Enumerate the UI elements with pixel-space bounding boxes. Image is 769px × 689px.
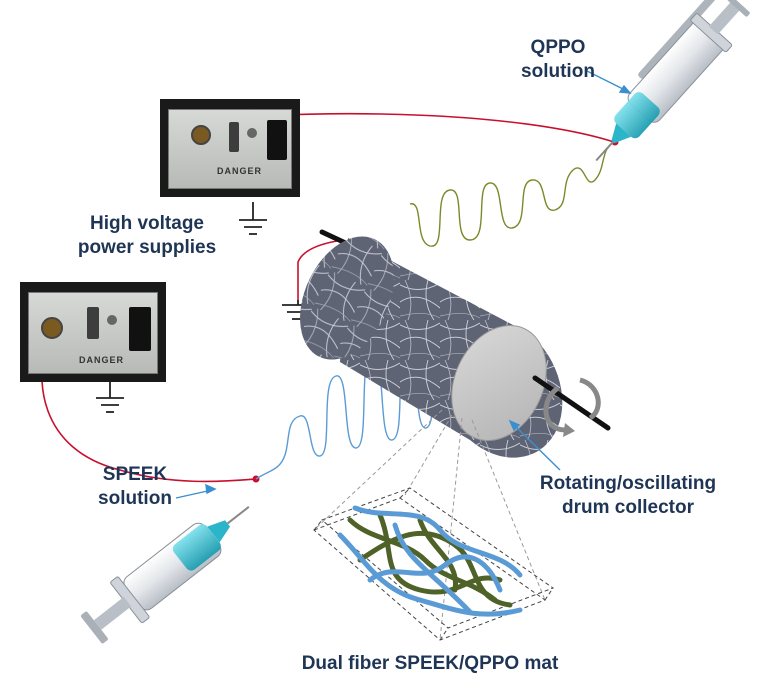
drum-ground-wire <box>297 240 338 300</box>
power-socket <box>129 307 151 351</box>
drum-label: Rotating/oscillating drum collector <box>523 472 733 520</box>
switch <box>107 315 117 325</box>
hv-label-line2: power supplies <box>77 237 217 258</box>
speek-label-line2: solution <box>98 488 172 509</box>
danger-label: DANGER <box>217 166 263 176</box>
power-socket <box>267 120 287 160</box>
qppo-label-line2: solution <box>521 61 595 82</box>
mat-fibers <box>337 505 523 617</box>
ground-symbol-icon <box>239 202 267 235</box>
hv-label: High voltage power supplies <box>62 212 232 260</box>
fiber-mat-box <box>313 487 555 641</box>
qppo-jet <box>409 141 615 247</box>
hv-connector <box>191 125 211 145</box>
hv-connector <box>41 317 63 339</box>
drum-collector <box>300 236 563 458</box>
power-supply-upper: DANGER <box>160 99 300 197</box>
drum-end-face <box>451 325 547 441</box>
drum-label-line2: drum collector <box>562 497 694 518</box>
pointer-arrows <box>175 69 632 499</box>
danger-label: DANGER <box>79 355 125 365</box>
drum-shaft <box>532 375 611 431</box>
drum-label-line1: Rotating/oscillating <box>539 473 717 494</box>
wire-node-speek <box>252 475 260 483</box>
port <box>229 122 239 152</box>
hv-label-line1: High voltage <box>89 213 204 234</box>
qppo-label: QPPO solution <box>503 36 613 84</box>
speek-label: SPEEK solution <box>90 463 180 511</box>
speek-syringe <box>80 506 250 644</box>
power-supply-lower: DANGER <box>20 282 166 382</box>
qppo-label-line1: QPPO <box>530 37 586 58</box>
port <box>87 307 99 339</box>
rotation-arrow-icon <box>543 377 601 437</box>
speek-label-line1: SPEEK <box>102 464 168 485</box>
qppo-syringe <box>595 0 750 162</box>
switch <box>247 128 257 138</box>
zoom-lines <box>313 409 546 641</box>
ground-symbol-icon <box>96 382 124 413</box>
mat-caption: Dual fiber SPEEK/QPPO mat <box>301 653 559 674</box>
